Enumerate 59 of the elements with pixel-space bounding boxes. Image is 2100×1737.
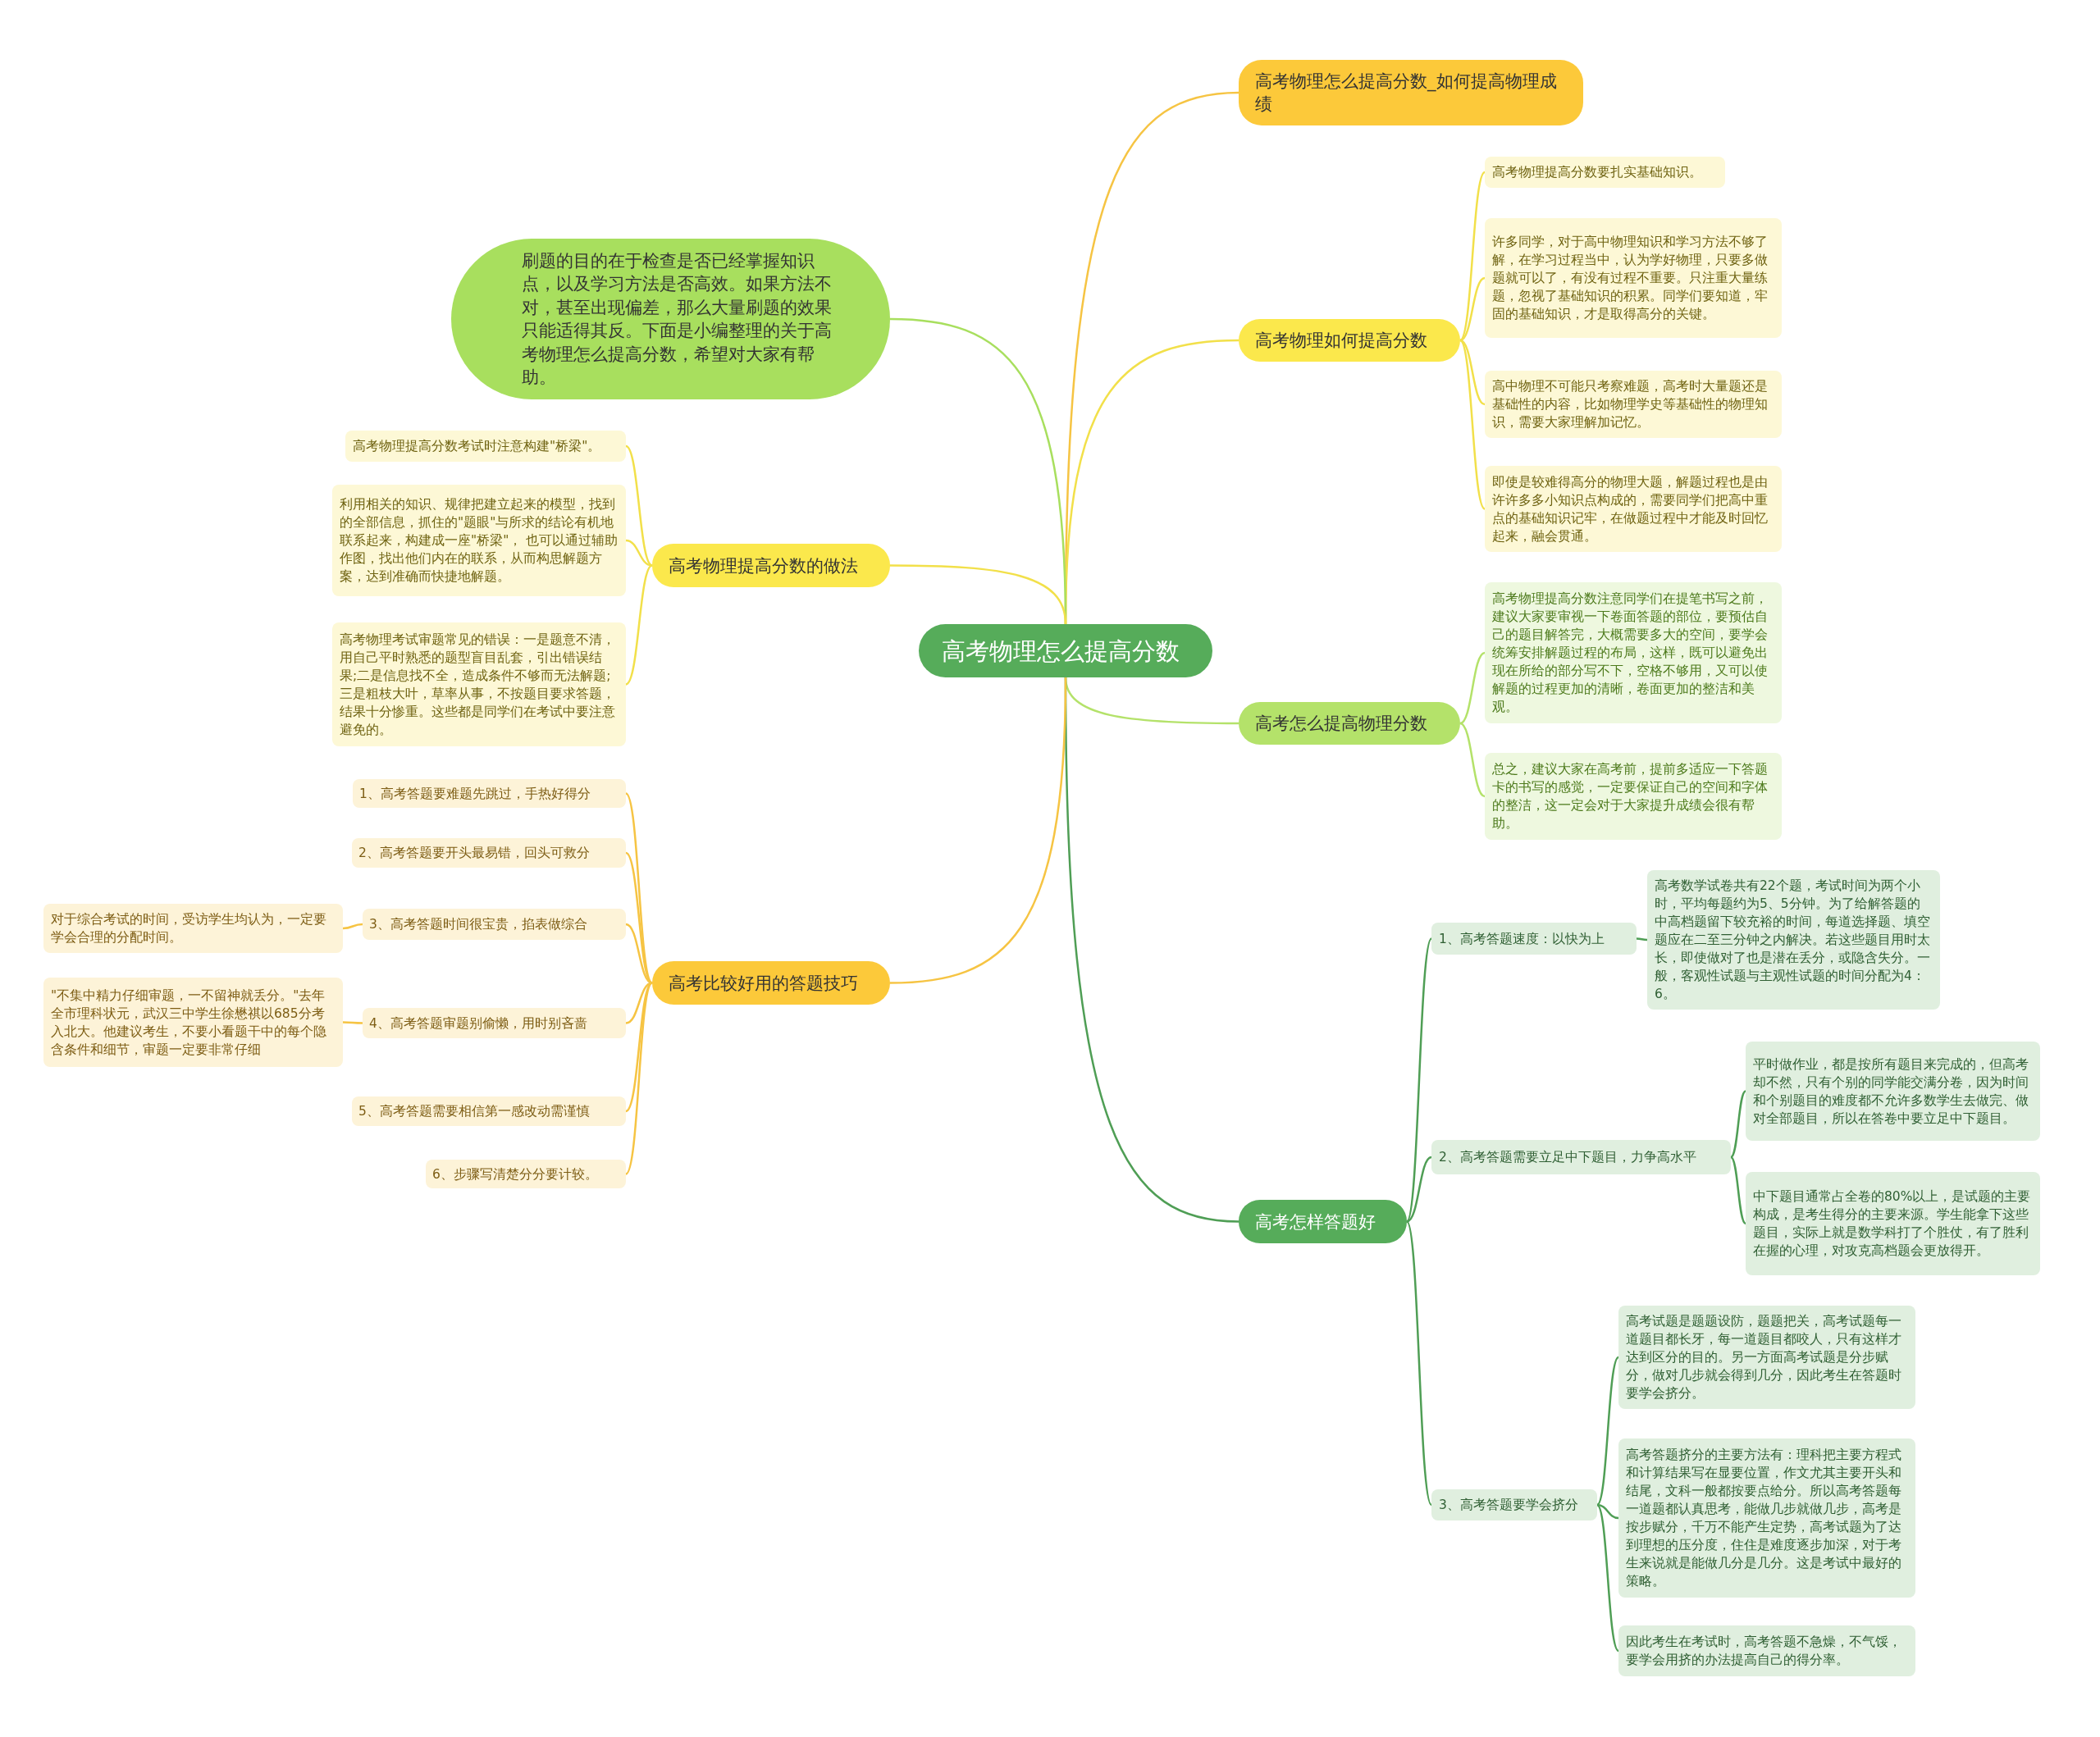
connector-line	[1459, 722, 1486, 798]
connector-line	[1459, 340, 1486, 510]
branch-topic: 高考怎么提高物理分数	[1239, 702, 1460, 745]
note-box: 总之，建议大家在高考前，提前多适应一下答题卡的书写的感觉，一定要保证自己的空间和字体的整洁，这一定会对于大家提升成绩会很有帮助。	[1485, 753, 1782, 840]
connector-line	[1596, 1503, 1619, 1520]
connector-line	[1459, 171, 1486, 341]
connector-line	[625, 539, 653, 567]
note-box: 平时做作业，都是按所有题目来完成的，但高考却不然，只有个别的同学能交满分卷，因为时间和个别题目的难度都不允许多数学生去做完、做对全部题目，所以在答卷中要立足中下题目。	[1746, 1042, 2040, 1141]
note-box: 因此考生在考试时，高考答题不急燥，不气馁，要学会用挤的办法提高自己的得分率。	[1618, 1625, 1915, 1676]
connector-line	[625, 445, 653, 567]
branch-topic: 高考怎样答题好	[1239, 1200, 1407, 1243]
branch-topic: 高考物理提高分数的做法	[652, 544, 890, 587]
note-box: 高考物理提高分数注意同学们在提笔书写之前，建议大家要审视一下卷面答题的部位，要预估自己的题目解答完，大概需要多大的空间，要学会统筹安排解题过程的布局，这样，既可以避免出现在所给的部分写不下，空格不够用，又可以使解题的过程更加的清晰，卷面更加的整洁和美观。	[1485, 582, 1782, 723]
note-box: 高中物理不可能只考察难题，高考时大量题还是基础性的内容，比如物理学史等基础性的物理知识，需要大家理解加记忆。	[1485, 371, 1782, 438]
note-box: 即使是较难得高分的物理大题，解题过程也是由许许多多小知识点构成的，需要同学们把高中重点的基础知识记牢，在做题过程中才能及时回忆起来，融会贯通。	[1485, 466, 1782, 552]
subtopic-box: 6、步骤写清楚分分要计较。	[426, 1160, 626, 1188]
connector-line	[625, 982, 653, 1175]
note-box: 高考物理考试审题常见的错误：一是题意不清，用自己平时熟悉的题型盲目乱套，引出错误结果;二是信息找不全，造成条件不够而无法解题;三是粗枝大叶，草率从事，不按题目要求答题，结果十分惨重。这些都是同学们在考试中要注意避免的。	[332, 622, 626, 746]
note-box: 对于综合考试的时间，受访学生均认为，一定要学会合理的分配时间。	[43, 904, 343, 953]
note-box: 高考物理提高分数要扎实基础知识。	[1485, 157, 1725, 188]
connector-line	[1405, 1220, 1433, 1506]
subtopic-box: 2、高考答题要开头最易错，回头可救分	[352, 838, 626, 868]
connector-line	[625, 564, 653, 686]
connector-line	[889, 677, 1067, 984]
branch-topic: 高考物理怎么提高分数_如何提高物理成绩	[1239, 60, 1583, 125]
subtopic-box: 5、高考答题需要相信第一感改动需谨慎	[352, 1096, 626, 1126]
subtopic-box: 3、高考答题要学会挤分	[1431, 1489, 1597, 1520]
connector-line	[890, 564, 1067, 625]
note-box: 高考试题是题题设防，题题把关，高考试题每一道题目都长牙，每一道题目都咬人，只有这样才达到区分的目的。另一方面高考试题是分步赋分，做对几步就会得到几分，因此考生在答题时要学会挤分。	[1618, 1306, 1915, 1409]
connector-line	[1459, 276, 1486, 342]
branch-topic: 高考比较好用的答题技巧	[652, 961, 890, 1005]
connector-line	[625, 982, 653, 1112]
note-box: 许多同学，对于高中物理知识和学习方法不够了解，在学习过程当中，认为学好物理，只要多做题就可以了，有没有过程不重要。只注重大量练题，忽视了基础知识的积累。同学们要知道，牢固的基础知识，才是取得高分的关键。	[1485, 218, 1782, 338]
subtopic-box: 3、高考答题时间很宝贵，掐表做综合	[363, 909, 626, 940]
note-box: 高考数学试卷共有22个题，考试时间为两个小时，平均每题约为5、5分钟。为了给解答题的中高档题留下较充裕的时间，每道选择题、填空题应在二至三分钟之内解决。若这些题目用时太长，即使做对了也是潜在丢分，或隐含失分。一般，客观性试题与主观性试题的时间分配为4：6。	[1647, 870, 1940, 1010]
connector-line	[1459, 651, 1486, 725]
connector-line	[1406, 1156, 1432, 1223]
intro-bubble: 刷题的目的在于检查是否已经掌握知识点，以及学习方法是否高效。如果方法不对，甚至出现偏差，那么大量刷题的效果只能适得其反。下面是小编整理的关于高考物理怎么提高分数，希望对大家有帮助。	[451, 239, 890, 399]
note-box: 高考物理提高分数考试时注意构建"桥梁"。	[345, 431, 626, 462]
note-box: 高考答题挤分的主要方法有：理科把主要方程式和计算结果写在显要位置，作文尤其主要开头和结尾，文科一般都按要点给分。所以高考答题每一道题都认真思考，能做几步就做几步，高考是按步赋分，千万不能产生定势，高考试题为了达到理想的压分度，住住是难度逐步加深，对于考生来说就是能做几分是几分。这是考试中最好的策略。	[1618, 1438, 1915, 1598]
connector-line	[1730, 1090, 1746, 1158]
note-box: 利用相关的知识、规律把建立起来的模型，找到的全部信息，抓住的"题眼"与所求的结论有机地联系起来，构建成一座"桥梁"， 也可以通过辅助作图，找出他们内在的联系，从而构思解题方案，达到准确而快捷地解题。	[332, 485, 626, 596]
connector-line	[1596, 1504, 1619, 1652]
connector-line	[1730, 1156, 1746, 1224]
connector-line	[625, 852, 653, 984]
connector-line	[1636, 937, 1648, 941]
subtopic-box: 2、高考答题需要立足中下题目，力争高水平	[1431, 1140, 1731, 1174]
connector-line	[343, 1021, 363, 1024]
subtopic-box: 4、高考答题审题别偷懒，用时别吝啬	[363, 1008, 626, 1038]
subtopic-box: 1、高考答题速度：以快为上	[1431, 923, 1637, 955]
connector-line	[1405, 937, 1433, 1223]
note-box: 中下题目通常占全卷的80%以上，是试题的主要构成，是考生得分的主要来源。学生能拿下这些题目，实际上就是数学科打了个胜仗，有了胜利在握的心理，对攻克高档题会更放得开。	[1746, 1172, 2040, 1275]
connector-line	[1459, 339, 1486, 406]
connector-line	[342, 923, 363, 930]
note-box: "不集中精力仔细审题，一不留神就丢分。"去年全市理科状元，武汉三中学生徐懋祺以685分考入北大。他建议考生，不要小看题干中的每个隐含条件和细节，审题一定要非常仔细	[43, 978, 343, 1067]
connector-line	[1596, 1356, 1619, 1506]
central-topic: 高考物理怎么提高分数	[919, 624, 1212, 677]
subtopic-box: 1、高考答题要难题先跳过，手热好得分	[353, 779, 626, 808]
branch-topic: 高考物理如何提高分数	[1239, 319, 1460, 362]
